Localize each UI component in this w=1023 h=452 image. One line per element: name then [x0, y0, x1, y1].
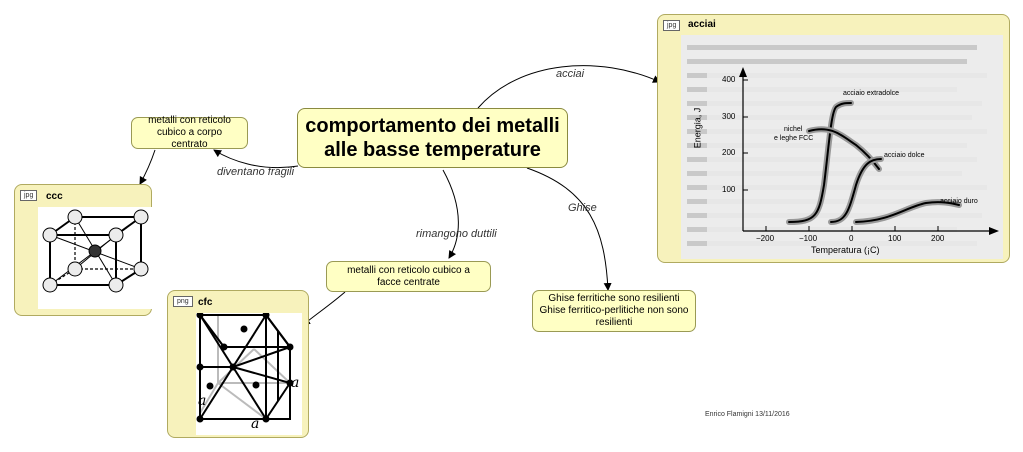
main-title-line1: comportamento dei metalli	[305, 115, 560, 137]
graph-ytick-400: 400	[722, 75, 736, 84]
graph-ytick-200: 200	[722, 148, 736, 157]
png-badge: png	[173, 296, 193, 307]
ccc-image-card[interactable]: jpg ccc	[14, 184, 153, 316]
cfc-concept-node[interactable]: metalli con reticolo cubico a facce cent…	[326, 261, 491, 292]
cfc-card-title: cfc	[198, 297, 213, 308]
cfc-edge-label-left: a	[198, 393, 207, 409]
graph-xtick-minus200: −200	[756, 234, 775, 243]
author-footer: Enrico Flamigni 13/11/2016	[705, 411, 790, 418]
graph-xtick-200: 200	[931, 234, 945, 243]
link-label-diventano-fragili: diventano fragili	[217, 166, 295, 178]
graph-x-axis-label: Temperatura (¡C)	[811, 245, 880, 255]
cfc-edge-label-right: a	[291, 375, 300, 391]
link-label-ghise: Ghise	[568, 202, 597, 214]
curve-label-extradolce: acciaio extradolce	[843, 90, 900, 97]
acciai-image-card[interactable]: jpg acciai	[657, 14, 1010, 263]
cfc-edge-label-bottom: a	[251, 416, 260, 432]
cfc-image-card[interactable]: png cfc	[167, 290, 309, 438]
graph-ytick-300: 300	[722, 112, 736, 121]
link-label-acciai: acciai	[556, 68, 585, 80]
ccc-concept-node[interactable]: metalli con reticolo cubico a corpo cent…	[131, 115, 248, 150]
ghise-concept-node[interactable]: Ghise ferritiche sono resilienti Ghise f…	[532, 290, 696, 332]
graph-y-axis-label: Energia, J	[692, 107, 703, 149]
impact-energy-graph-image: Energia, J Temperatura (¡C) 100 200 300 …	[681, 35, 1003, 259]
main-concept-node[interactable]: comportamento dei metalli alle basse tem…	[297, 108, 568, 168]
jpg-badge: jpg	[20, 190, 38, 201]
bcc-lattice-image	[38, 207, 153, 309]
link-label-rimangono-duttili: rimangono duttili	[416, 228, 497, 240]
background-text-texture	[687, 45, 999, 259]
acciai-card-title: acciai	[688, 19, 716, 30]
curve-label-dolce: acciaio dolce	[884, 152, 925, 159]
ccc-card-title: ccc	[46, 191, 63, 202]
curve-label-leghe-fcc: e leghe FCC	[774, 135, 814, 142]
jpg-badge: jpg	[663, 20, 681, 31]
graph-xtick-100: 100	[888, 234, 902, 243]
fcc-lattice-image	[196, 313, 302, 435]
curve-label-duro: acciaio duro	[940, 198, 978, 205]
curve-label-nichel: nichel	[784, 126, 803, 133]
graph-xtick-minus100: −100	[799, 234, 818, 243]
graph-xtick-0: 0	[849, 234, 854, 243]
main-title-line2: alle basse temperature	[324, 139, 541, 161]
graph-ytick-100: 100	[722, 185, 736, 194]
